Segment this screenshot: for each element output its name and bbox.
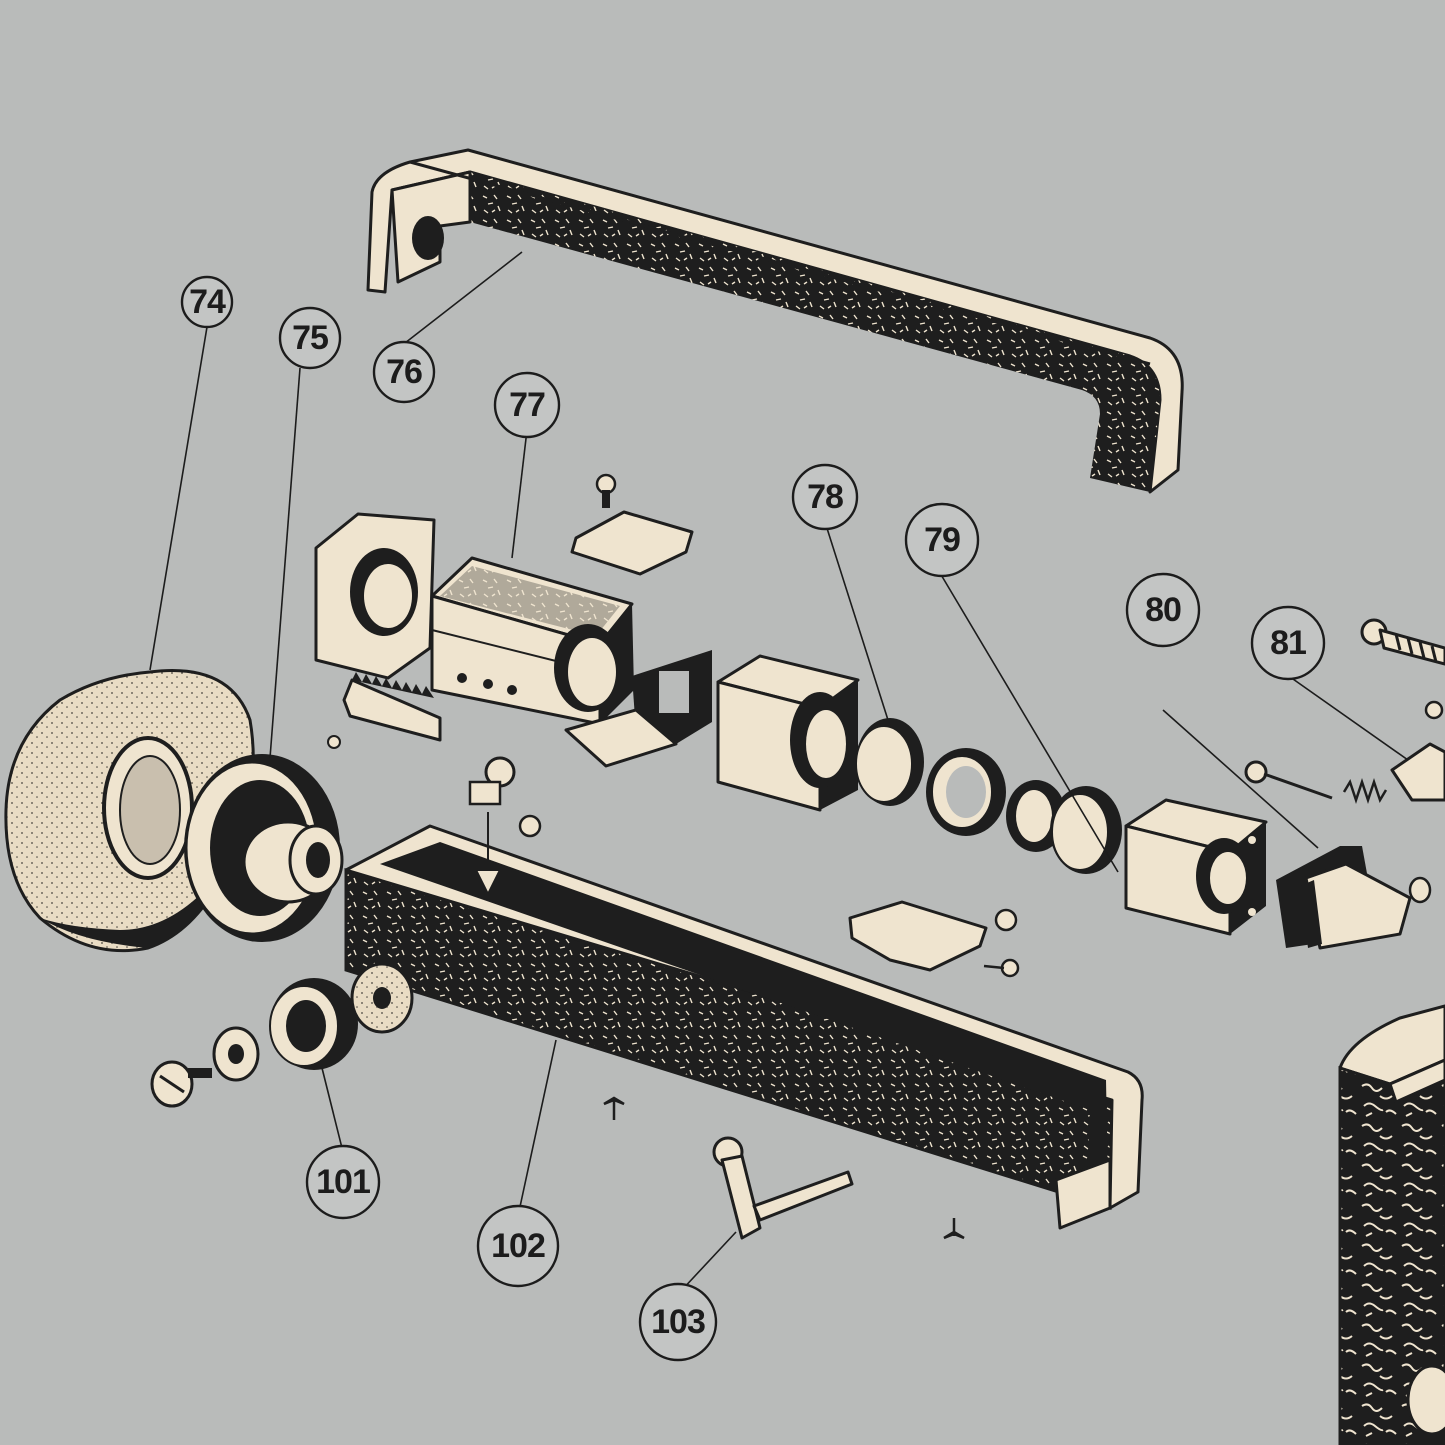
callout-77: 77 (493, 371, 561, 439)
leader-81 (1282, 671, 1409, 761)
part-rear-block (1124, 798, 1268, 936)
callout-81: 81 (1250, 605, 1326, 681)
callout-101-label: 101 (316, 1163, 370, 1201)
leader-102 (517, 1039, 557, 1217)
callout-102: 102 (476, 1204, 560, 1288)
callout-103-label: 103 (651, 1303, 705, 1341)
part-101-nut (150, 962, 414, 1108)
callout-79-label: 79 (924, 521, 960, 559)
callout-78-label: 78 (807, 478, 843, 516)
part-78-lens (855, 718, 924, 806)
part-79-lens-pair (1006, 780, 1122, 874)
part-lens-ring (926, 748, 1006, 836)
callout-80: 80 (1125, 572, 1201, 648)
part-camera-body-corner (1338, 1004, 1445, 1445)
leader-75 (269, 367, 301, 759)
leader-101 (321, 1067, 344, 1153)
callout-74-label: 74 (189, 283, 226, 321)
part-76-top-handle (366, 148, 1184, 494)
callout-74: 74 (180, 275, 234, 329)
leader-103 (679, 1231, 737, 1293)
leader-80 (1162, 709, 1319, 849)
leader-77 (511, 429, 528, 559)
callout-76: 76 (372, 340, 436, 404)
callout-78: 78 (791, 463, 859, 531)
part-75-eyepiece-ring (184, 754, 344, 942)
callout-103: 103 (638, 1282, 718, 1362)
part-77-housing (314, 473, 712, 768)
callout-76-label: 76 (386, 353, 422, 391)
callout-79: 79 (904, 502, 980, 578)
part-81-screw-spring (1244, 618, 1445, 904)
callout-75: 75 (278, 306, 342, 370)
callout-102-label: 102 (491, 1227, 545, 1265)
leader-79 (939, 572, 1119, 873)
callout-81-label: 81 (1270, 624, 1306, 662)
leader-74 (149, 326, 208, 671)
callout-80-label: 80 (1145, 591, 1181, 629)
part-prism-block (716, 654, 860, 812)
leader-lines (149, 251, 1409, 1293)
leader-76 (404, 251, 523, 344)
part-102-lower-channel (344, 756, 1144, 1240)
callout-101: 101 (305, 1144, 381, 1220)
callout-77-label: 77 (509, 386, 545, 424)
part-80-plate (1276, 846, 1412, 950)
part-103-lever (712, 1136, 854, 1240)
leader-78 (824, 521, 889, 721)
callout-75-label: 75 (292, 319, 328, 357)
